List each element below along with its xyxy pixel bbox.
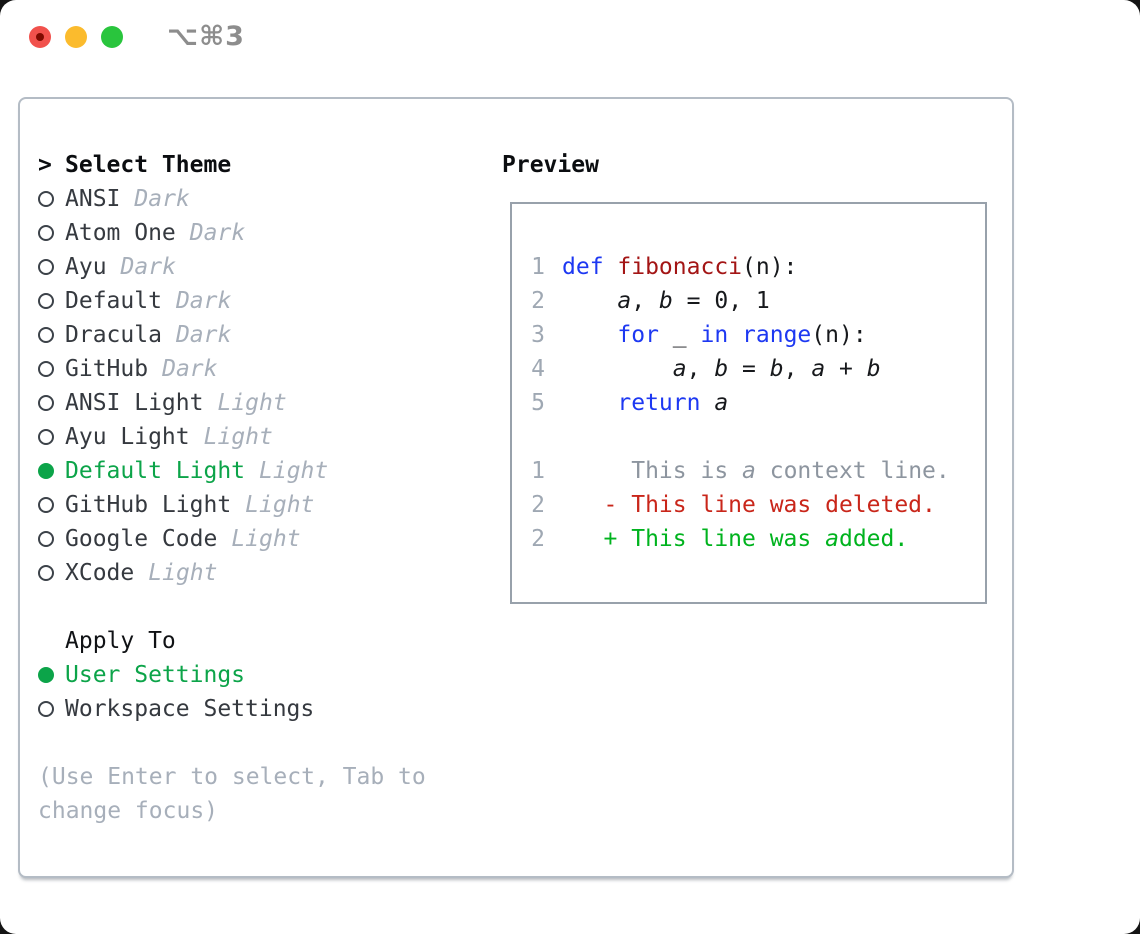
theme-option[interactable]: ANSI Light Light — [38, 386, 436, 420]
code-line: 2 a, b = 0, 1 — [530, 284, 950, 318]
radio-unselected-icon[interactable] — [38, 565, 65, 581]
spacer — [38, 590, 436, 624]
zoom-button[interactable] — [101, 26, 123, 48]
option-label: XCode — [65, 560, 135, 586]
option-variant-label: Light — [148, 560, 218, 586]
option-variant-label: Dark — [134, 186, 190, 212]
code-line: 2 + This line was added. — [530, 522, 950, 556]
option-label: ANSI — [65, 186, 121, 212]
radio-unselected-icon[interactable] — [38, 429, 65, 445]
code-line-content: a, b = b, a + b — [672, 356, 881, 382]
line-number: 2 — [531, 492, 545, 518]
option-variant-label: Dark — [162, 356, 218, 382]
code-line-content: def fibonacci(n): — [562, 254, 798, 280]
code-line — [530, 420, 950, 454]
radio-unselected-icon[interactable] — [38, 293, 65, 309]
theme-option[interactable]: Google Code Light — [38, 522, 436, 556]
radio-unselected-icon[interactable] — [38, 395, 65, 411]
option-label: Ayu Light — [65, 424, 190, 450]
radio-unselected-icon[interactable] — [38, 531, 65, 547]
option-variant-label: Light — [245, 492, 315, 518]
option-label: User Settings — [65, 662, 246, 688]
select-theme-title: Select Theme — [65, 152, 232, 178]
radio-unselected-icon[interactable] — [38, 701, 65, 717]
line-number: 1 — [531, 254, 545, 280]
theme-option[interactable]: Default Light Light — [38, 454, 436, 488]
apply-to-option[interactable]: Workspace Settings — [38, 692, 436, 726]
minimize-button[interactable] — [65, 26, 87, 48]
code-line: 1 def fibonacci(n): — [530, 250, 950, 284]
code-line-content: This is a context line. — [562, 458, 950, 484]
line-number — [530, 420, 545, 454]
titlebar: ⌥⌘3 — [0, 0, 1140, 75]
select-theme-header: > Select Theme — [38, 148, 436, 182]
option-variant-label: Light — [217, 390, 287, 416]
option-variant-label: Dark — [175, 288, 232, 314]
radio-selected-icon[interactable] — [38, 463, 65, 479]
option-variant-label: Dark — [175, 322, 232, 348]
option-label: Ayu — [65, 254, 107, 280]
theme-option[interactable]: ANSI Dark — [38, 182, 436, 216]
option-label: Atom One — [65, 220, 176, 246]
radio-unselected-icon[interactable] — [38, 191, 65, 207]
radio-selected-icon[interactable] — [38, 667, 65, 683]
radio-unselected-icon[interactable] — [38, 225, 65, 241]
line-number: 4 — [531, 356, 545, 382]
code-line: 1 This is a context line. — [530, 454, 950, 488]
focus-caret: > — [38, 152, 52, 178]
option-label: Google Code — [65, 526, 218, 552]
radio-unselected-icon[interactable] — [38, 361, 65, 377]
radio-unselected-icon[interactable] — [38, 259, 65, 275]
apply-to-header: Apply To — [38, 624, 436, 658]
theme-option[interactable]: Dracula Dark — [38, 318, 436, 352]
radio-unselected-icon[interactable] — [38, 327, 65, 343]
code-line: 4 a, b = b, a + b — [530, 352, 950, 386]
line-number: 2 — [531, 526, 545, 552]
code-line-content: + This line was added. — [562, 526, 909, 552]
theme-option[interactable]: Default Dark — [38, 284, 436, 318]
theme-option[interactable]: GitHub Dark — [38, 352, 436, 386]
window-title: ⌥⌘3 — [167, 21, 245, 52]
theme-option[interactable]: XCode Light — [38, 556, 436, 590]
option-label: Default — [65, 288, 162, 314]
option-label: GitHub — [65, 356, 149, 382]
option-variant-label: Dark — [189, 220, 246, 246]
option-label: Default Light — [65, 458, 246, 484]
keyboard-hint: (Use Enter to select, Tab to change focu… — [38, 764, 426, 824]
code-line-content: a, b = 0, 1 — [617, 288, 770, 314]
radio-unselected-icon[interactable] — [38, 497, 65, 513]
option-variant-label: Light — [231, 526, 301, 552]
apply-to-option[interactable]: User Settings — [38, 658, 436, 692]
line-number: 2 — [531, 288, 545, 314]
preview-title: Preview — [502, 152, 599, 178]
option-variant-label: Light — [259, 458, 329, 484]
line-number: 5 — [531, 390, 545, 416]
code-line: 5 return a — [530, 386, 950, 420]
option-label: GitHub Light — [65, 492, 232, 518]
code-line-content: for _ in range(n): — [617, 322, 867, 348]
line-number: 3 — [531, 322, 545, 348]
code-line-content: return a — [617, 390, 729, 416]
option-label: ANSI Light — [65, 390, 204, 416]
line-number: 1 — [531, 458, 545, 484]
code-line: 3 for _ in range(n): — [530, 318, 950, 352]
close-button[interactable] — [29, 26, 51, 48]
option-variant-label: Dark — [120, 254, 176, 280]
code-line: 2 - This line was deleted. — [530, 488, 950, 522]
code-line-content: - This line was deleted. — [562, 492, 936, 518]
theme-option[interactable]: GitHub Light Light — [38, 488, 436, 522]
theme-option[interactable]: Ayu Light Light — [38, 420, 436, 454]
option-label: Workspace Settings — [65, 696, 315, 722]
option-variant-label: Light — [203, 424, 273, 450]
option-label: Dracula — [65, 322, 162, 348]
theme-option[interactable]: Atom One Dark — [38, 216, 436, 250]
theme-option[interactable]: Ayu Dark — [38, 250, 436, 284]
apply-to-title: Apply To — [65, 628, 176, 654]
